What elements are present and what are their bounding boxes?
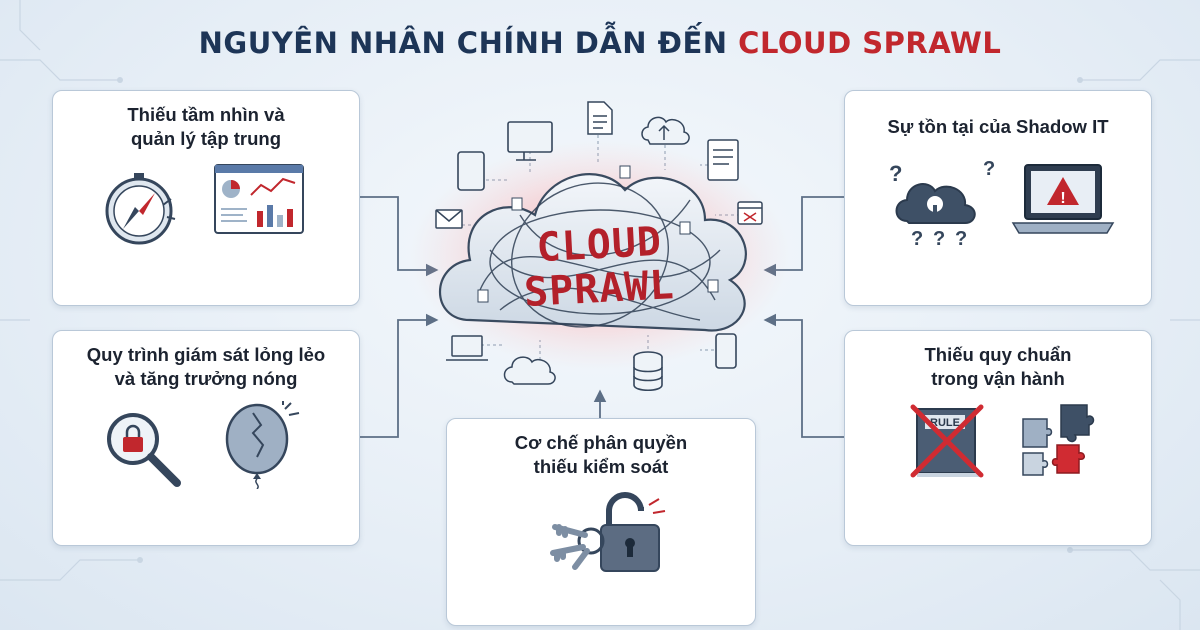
card-title: Cơ chế phân quyền thiếu kiểm soát <box>514 432 688 477</box>
card-lack-of-visibility: Thiếu tầm nhìn và quản lý tập trung <box>52 90 360 306</box>
burst-balloon-icon <box>225 401 300 489</box>
page-title: NGUYÊN NHÂN CHÍNH DẪN ĐẾN CLOUD SPRAWL <box>0 26 1200 60</box>
card-loose-monitoring: Quy trình giám sát lỏng lẻo và tăng trưở… <box>52 330 360 546</box>
svg-text:?: ? <box>933 228 945 249</box>
svg-text:RULE: RULE <box>930 417 960 429</box>
card-uncontrolled-permissions: Cơ chế phân quyền thiếu kiểm soát <box>446 418 756 626</box>
title-prefix: NGUYÊN NHÂN CHÍNH DẪN ĐẾN <box>198 26 739 60</box>
card-shadow-it: Sự tồn tại của Shadow IT ? ? ? ? ? ! <box>844 90 1152 306</box>
card-lack-of-standards: Thiếu quy chuẩn trong vận hành RULE <box>844 330 1152 546</box>
svg-text:!: ! <box>1060 190 1065 207</box>
svg-text:?: ? <box>889 161 902 186</box>
magnifier-lock-icon <box>107 413 181 487</box>
keys-padlock-icon <box>550 492 666 572</box>
card-title: Quy trình giám sát lỏng lẻo và tăng trưở… <box>86 344 326 389</box>
dashboard-chart-icon <box>214 164 304 234</box>
card-title: Thiếu tầm nhìn và quản lý tập trung <box>127 104 285 149</box>
puzzle-pieces-icon <box>1022 404 1095 476</box>
svg-text:?: ? <box>911 228 923 249</box>
laptop-alert-icon: ! <box>1011 164 1115 234</box>
title-highlight: CLOUD SPRAWL <box>738 26 1002 60</box>
card-title: Sự tồn tại của Shadow IT <box>887 116 1109 137</box>
svg-text:?: ? <box>983 159 995 180</box>
rule-book-crossed-icon: RULE <box>910 404 984 478</box>
cloud-lock-question-icon: ? ? ? ? ? <box>889 159 995 249</box>
compass-icon <box>105 173 176 245</box>
card-title: Thiếu quy chuẩn trong vận hành <box>924 344 1072 389</box>
svg-text:?: ? <box>955 228 967 249</box>
